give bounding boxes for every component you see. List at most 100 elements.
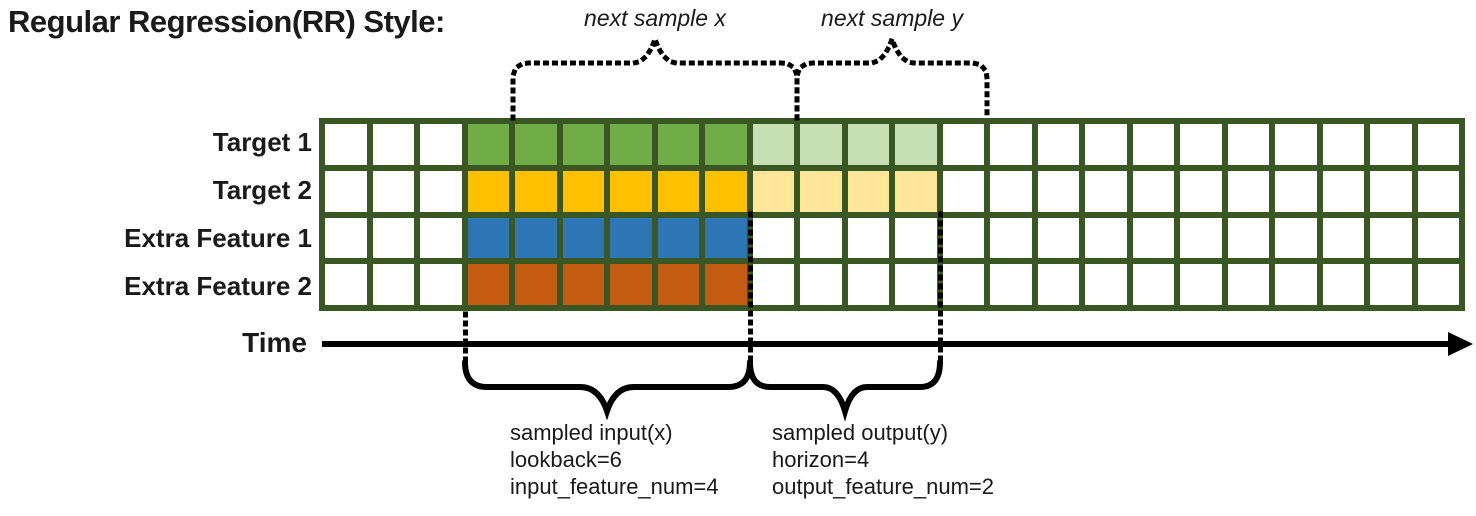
grid-cell (562, 170, 604, 212)
grid-cell (657, 124, 699, 165)
grid-cell (847, 124, 889, 165)
row-labels: Target 1 Target 2 Extra Feature 1 Extra … (0, 118, 312, 311)
sampled-input-title: sampled input(x) (510, 420, 673, 445)
grid-cell (705, 124, 747, 165)
grid-cell (420, 264, 462, 305)
row-label-target-1: Target 1 (212, 126, 312, 157)
grid-cell (610, 124, 652, 165)
grid-cell (942, 124, 984, 165)
time-arrow-head (1448, 332, 1473, 356)
grid-cell (705, 217, 747, 259)
grid-cell (1275, 217, 1317, 259)
grid-cell (325, 264, 367, 305)
grid-cell (325, 124, 367, 165)
grid-cell (562, 217, 604, 259)
brace-sampled-output (747, 359, 943, 422)
grid-cell (1227, 217, 1269, 259)
sampled-input-annotation: sampled input(x) lookback=6 input_featur… (510, 419, 719, 500)
grid-cell (562, 124, 604, 165)
grid-cell (1227, 264, 1269, 305)
grid-cell (1370, 217, 1412, 259)
grid-cell (800, 217, 842, 259)
grid-cell (1132, 264, 1174, 305)
grid-cell (1322, 217, 1364, 259)
grid-cell (372, 264, 414, 305)
input-feature-num-value: input_feature_num=4 (510, 474, 719, 499)
brace-next-sample-y (794, 31, 990, 121)
grid-cell (752, 124, 794, 165)
grid-cell (1370, 264, 1412, 305)
row-label-extra-feature-1: Extra Feature 1 (124, 223, 312, 254)
grid-cell (1132, 170, 1174, 212)
grid-cell (1322, 264, 1364, 305)
grid-cell (515, 264, 557, 305)
grid-cell (657, 170, 699, 212)
grid-cell (420, 217, 462, 259)
grid-cell (515, 170, 557, 212)
grid-cell (942, 170, 984, 212)
next-sample-y-label: next sample y (821, 5, 963, 31)
grid-cell (800, 170, 842, 212)
time-axis-label: Time (242, 327, 307, 358)
grid-cell (800, 124, 842, 165)
diagram-title: Regular Regression(RR) Style: (8, 4, 445, 39)
grid-cell (1085, 264, 1127, 305)
grid-cell (372, 124, 414, 165)
grid-cell (847, 170, 889, 212)
horizon-value: horizon=4 (772, 447, 870, 472)
grid-cell (1085, 170, 1127, 212)
grid-cell (1037, 264, 1079, 305)
grid-cell (1417, 124, 1459, 165)
grid-cell (895, 124, 937, 165)
grid-cell (1085, 124, 1127, 165)
grid-cell (515, 217, 557, 259)
grid-cell (467, 124, 509, 165)
grid-cell (705, 170, 747, 212)
grid-cell (705, 264, 747, 305)
grid-cell (467, 170, 509, 212)
lookback-value: lookback=6 (510, 447, 622, 472)
grid-cell (847, 217, 889, 259)
grid-cell (1180, 124, 1222, 165)
grid-cell (752, 170, 794, 212)
grid-cell (467, 217, 509, 259)
grid-cell (1037, 124, 1079, 165)
grid-cell (1275, 124, 1317, 165)
grid-cell (1322, 170, 1364, 212)
grid-cell (1275, 170, 1317, 212)
grid-cell (1037, 170, 1079, 212)
grid-cell (467, 264, 509, 305)
output-feature-num-value: output_feature_num=2 (772, 474, 995, 499)
grid-cell (657, 217, 699, 259)
grid-cell (1370, 170, 1412, 212)
grid-cell (420, 124, 462, 165)
grid-cell (325, 217, 367, 259)
grid-cell (1227, 170, 1269, 212)
grid-cell (800, 264, 842, 305)
grid-cell (610, 170, 652, 212)
sample-grid (319, 118, 1465, 311)
grid-cell (752, 217, 794, 259)
grid-cell (1417, 264, 1459, 305)
grid-cell (990, 264, 1032, 305)
grid-cell (1180, 170, 1222, 212)
grid-cell (515, 124, 557, 165)
grid-cell (895, 217, 937, 259)
grid-cell (372, 170, 414, 212)
grid-cell (847, 264, 889, 305)
row-label-target-2: Target 2 (212, 174, 312, 205)
grid-cell (1037, 217, 1079, 259)
grid-cell (420, 170, 462, 212)
grid-cell (1417, 217, 1459, 259)
grid-cell (1180, 217, 1222, 259)
grid-cell (752, 264, 794, 305)
grid-cell (562, 264, 604, 305)
grid-cell (990, 170, 1032, 212)
sampled-output-annotation: sampled output(y) horizon=4 output_featu… (772, 419, 994, 500)
grid-cell (325, 170, 367, 212)
grid-cell (942, 217, 984, 259)
grid-cell (1322, 124, 1364, 165)
grid-cell (895, 264, 937, 305)
